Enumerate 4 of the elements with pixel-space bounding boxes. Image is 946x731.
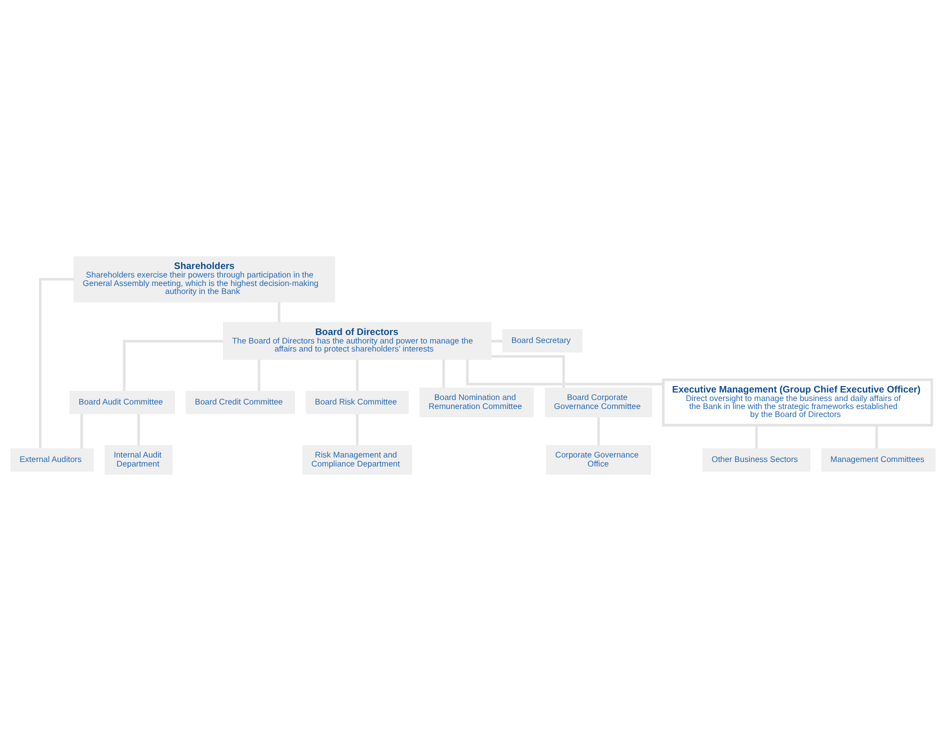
connector xyxy=(466,360,664,386)
connector xyxy=(123,340,224,391)
connector xyxy=(491,355,565,388)
connector xyxy=(39,278,74,448)
